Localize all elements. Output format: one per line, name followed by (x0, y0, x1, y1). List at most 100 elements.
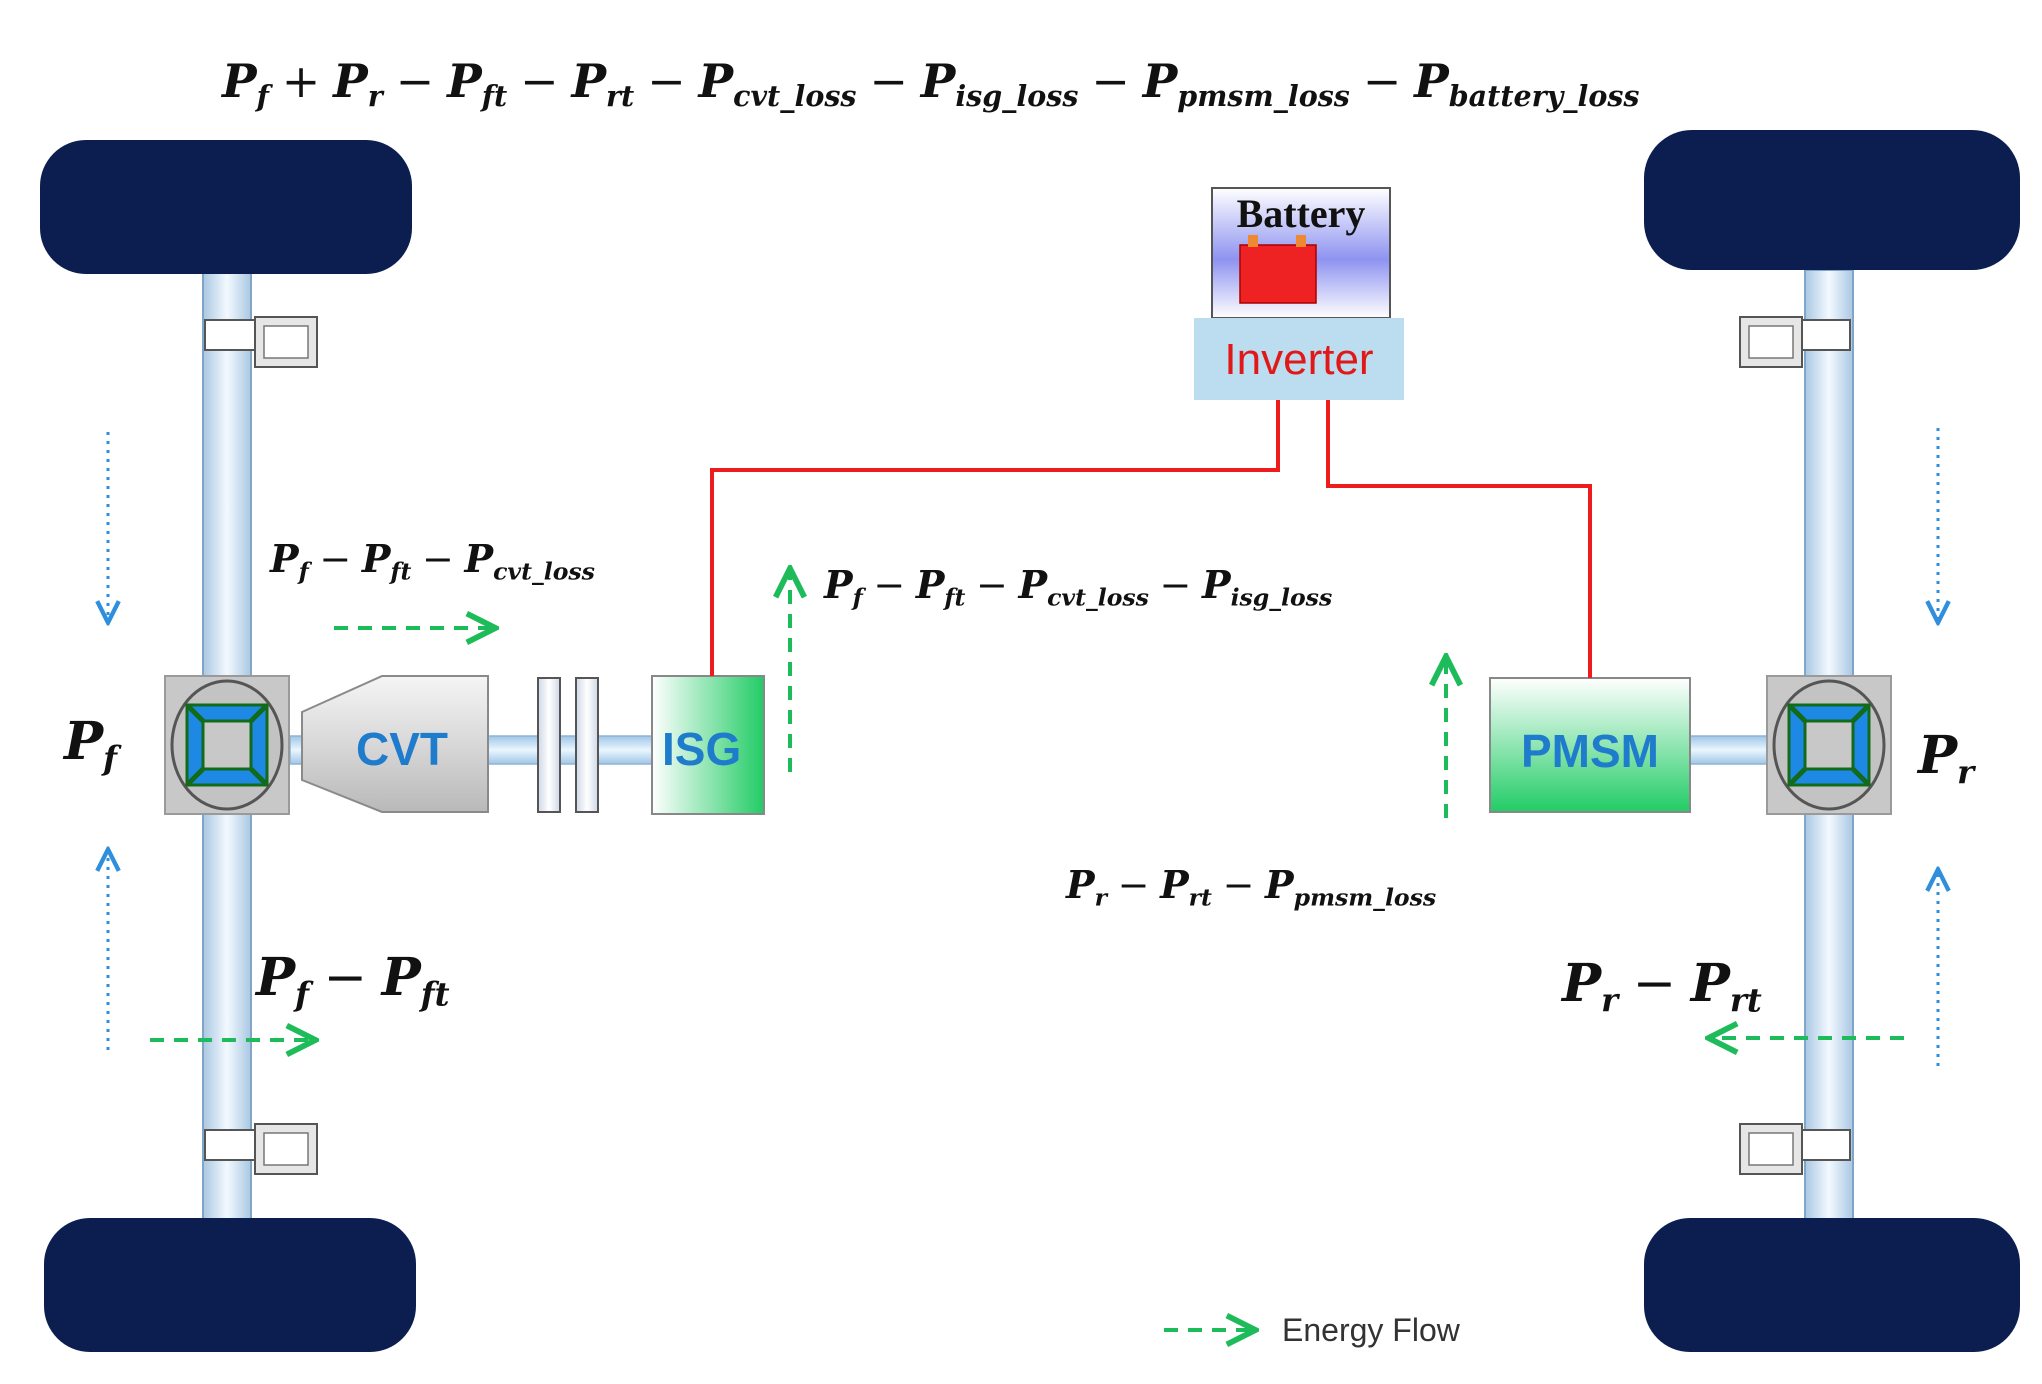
power-term: Prt (1160, 862, 1212, 910)
inverter-box (1194, 318, 1404, 400)
power-subscript: f (103, 739, 117, 778)
rear-top-tire (1644, 130, 2020, 270)
power-symbol: P (1690, 953, 1730, 1014)
power-symbol: P (361, 536, 391, 581)
equation-front-power: Pf (64, 716, 117, 775)
power-subscript: pmsm_loss (1293, 883, 1437, 912)
power-subscript: isg_loss (955, 79, 1079, 114)
rear-differential (1766, 675, 1892, 815)
clutch-plate-2 (575, 677, 599, 813)
clutch-plate-1 (537, 677, 561, 813)
equation-operator: − (873, 563, 906, 607)
rear-bottom-tire (1644, 1218, 2020, 1352)
equation-rear-power: Pr (1918, 730, 1974, 789)
isg-box (651, 675, 765, 815)
power-term: Prt (1690, 953, 1762, 1017)
equation-operator: − (422, 537, 454, 581)
power-subscript: r (367, 79, 383, 114)
power-symbol: P (1202, 562, 1231, 607)
front-top-bracket (204, 316, 318, 368)
battery-unit (1211, 187, 1391, 319)
battery-label: Battery (1236, 191, 1366, 236)
equation-front-after-cvt: Pf−Pft−Pcvt_loss (270, 537, 595, 584)
equation-front-after-tire: Pf−Pft (256, 952, 450, 1011)
power-symbol: P (464, 536, 494, 581)
power-symbol: P (698, 54, 734, 108)
power-symbol: P (920, 54, 956, 108)
power-subscript: ft (390, 557, 412, 586)
equation-operator: − (1159, 563, 1192, 607)
power-symbol: P (381, 947, 421, 1008)
power-term: Pf (256, 947, 309, 1011)
power-symbol: P (1018, 562, 1048, 607)
equation-operator: + (281, 54, 321, 108)
inverter-to-isg-cable (710, 400, 1280, 676)
power-term: Pft (381, 947, 450, 1011)
power-subscript: isg_loss (1230, 583, 1333, 612)
power-subscript: cvt_loss (733, 79, 857, 114)
front-top-tire (40, 140, 412, 274)
power-term: Prt (571, 54, 634, 110)
power-term: Pcvt_loss (464, 536, 595, 584)
power-subscript: f (256, 79, 269, 114)
power-term: Pcvt_loss (1018, 562, 1149, 610)
power-term: Pcvt_loss (698, 54, 857, 110)
power-subscript: ft (481, 79, 508, 114)
power-symbol: P (1918, 725, 1958, 786)
power-symbol: P (1160, 862, 1189, 907)
inverter-to-pmsm-cable (1326, 400, 1592, 678)
equation-operator: − (976, 563, 1008, 607)
power-symbol: P (64, 711, 104, 772)
power-term: Pft (915, 562, 966, 610)
power-term: Pbattery_loss (1414, 54, 1639, 110)
power-subscript: r (1957, 753, 1975, 792)
rear-bottom-bracket (1739, 1123, 1851, 1175)
power-symbol: P (915, 562, 945, 607)
pmsm-label: PMSM (1521, 725, 1659, 777)
power-subscript: cvt_loss (1047, 583, 1149, 612)
power-subscript: cvt_loss (493, 557, 595, 586)
power-subscript: pmsm_loss (1177, 79, 1350, 114)
equation-operator: − (1632, 954, 1677, 1014)
inverter-label: Inverter (1224, 335, 1374, 384)
equation-operator: − (323, 948, 368, 1008)
power-subscript: ft (420, 975, 450, 1014)
equation-total-power: Pf+Pr−Pft−Prt−Pcvt_loss−Pisg_loss−Ppmsm_… (222, 58, 1639, 110)
equation-operator: − (1362, 54, 1402, 108)
legend-energy-flow-label: Energy Flow (1282, 1312, 1460, 1348)
isg-label: ISG (662, 723, 742, 775)
equation-operator: − (1222, 863, 1255, 907)
pmsm-box (1489, 677, 1691, 813)
power-subscript: f (298, 557, 309, 586)
equation-operator: − (869, 54, 908, 108)
equation-rear-after-pmsm: Pr−Prt−Ppmsm_loss (1066, 863, 1436, 910)
power-subscript: rt (606, 79, 635, 114)
power-term: Pisg_loss (1202, 562, 1332, 610)
front-bottom-tire (44, 1218, 416, 1352)
equation-operator: − (395, 54, 435, 108)
power-symbol: P (571, 54, 607, 108)
equation-operator: − (1091, 54, 1130, 108)
power-subscript: f (852, 583, 863, 612)
power-term: Pf (64, 711, 117, 775)
rear-top-bracket (1739, 316, 1851, 368)
cvt-housing (301, 675, 489, 813)
battery-icon (1239, 244, 1317, 304)
power-term: Pisg_loss (920, 54, 1079, 110)
power-term: Pr (1562, 953, 1618, 1017)
power-subscript: r (1094, 883, 1107, 912)
equation-operator: − (1117, 863, 1150, 907)
power-subscript: battery_loss (1448, 79, 1640, 114)
equation-operator: − (520, 54, 559, 108)
power-symbol: P (270, 536, 299, 581)
power-term: Pr (1066, 862, 1107, 910)
equation-operator: − (647, 54, 686, 108)
power-subscript: f (295, 975, 309, 1014)
power-symbol: P (222, 54, 257, 108)
power-symbol: P (1265, 862, 1294, 907)
power-symbol: P (824, 562, 853, 607)
power-symbol: P (1066, 862, 1095, 907)
front-bottom-bracket (204, 1123, 318, 1175)
